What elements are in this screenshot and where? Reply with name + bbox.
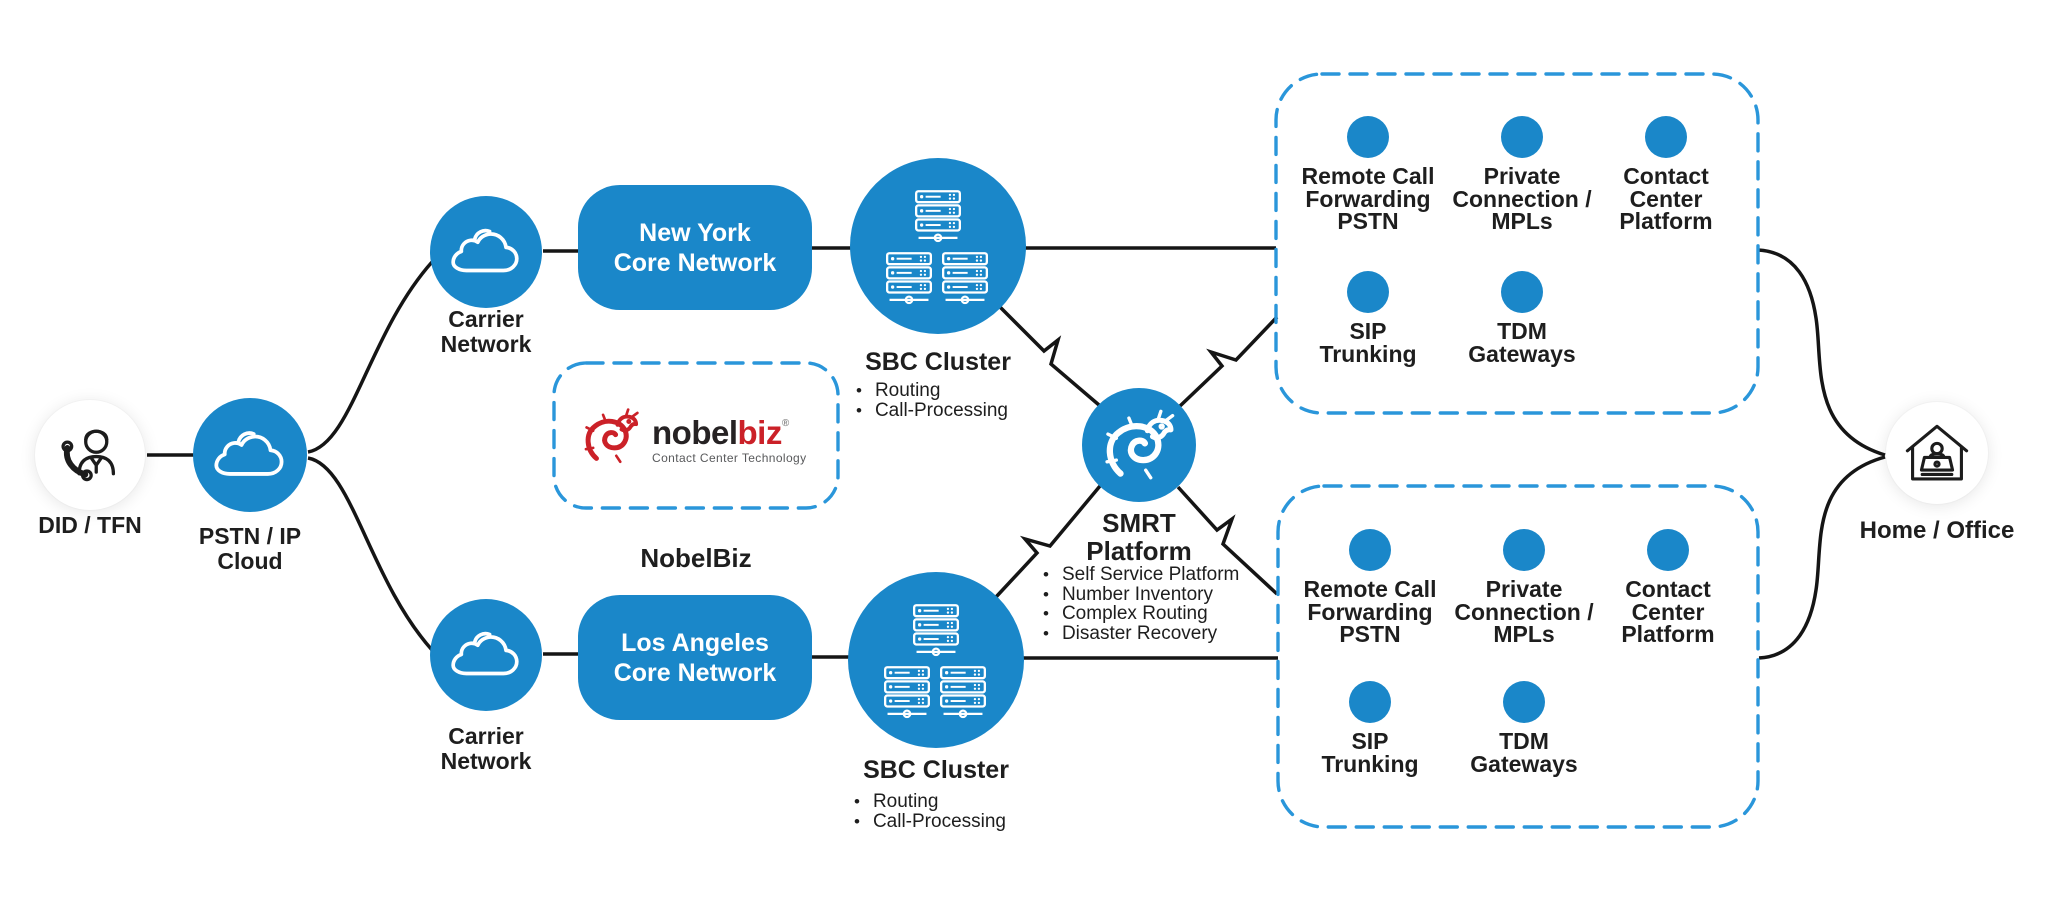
service-item: Private Connection / MPLs <box>1439 529 1609 646</box>
smrt-platform-node <box>1082 388 1196 502</box>
los-angeles-core-network-node: Los Angeles Core Network <box>578 595 812 720</box>
bullet-item: Routing <box>854 792 1064 812</box>
service-item: SIP Trunking <box>1283 271 1453 365</box>
sbc-cluster-top-node <box>850 158 1026 334</box>
pstn-ip-cloud-node <box>193 398 307 512</box>
brand-biz: biz <box>737 414 783 451</box>
connector-smrt-bottombox-bolt <box>1176 485 1279 596</box>
service-dot <box>1501 271 1543 313</box>
registered-mark: ® <box>781 418 789 429</box>
bullet-item: Routing <box>856 381 1066 401</box>
bullet-item: Number Inventory <box>1043 583 1278 605</box>
carrier-network-bottom-node <box>430 599 542 711</box>
service-item: Contact Center Platform <box>1583 529 1753 646</box>
nobelbiz-box-border <box>552 361 840 510</box>
sbc-cluster-bottom-title: SBC Cluster <box>863 756 1009 784</box>
sbc-cluster-top-title: SBC Cluster <box>865 348 1011 376</box>
nobelbiz-tagline: Contact Center Technology <box>652 451 807 465</box>
service-item: Remote Call Forwarding PSTN <box>1283 116 1453 233</box>
server-cluster-icon <box>884 604 986 719</box>
service-dot <box>1503 529 1545 571</box>
bullet-text: Routing <box>874 380 941 401</box>
bullet-text: Disaster Recovery <box>1061 622 1218 644</box>
service-dot <box>1645 116 1687 158</box>
service-item: Contact Center Platform <box>1581 116 1751 233</box>
service-dot <box>1349 529 1391 571</box>
dragon-logo-icon <box>578 401 644 471</box>
service-dot <box>1503 681 1545 723</box>
call-agent-icon <box>61 429 116 482</box>
did-tfn-label: DID / TFN <box>38 512 142 538</box>
service-label: TDM Gateways <box>1468 318 1576 367</box>
connector-pstn-carrier-bottom <box>307 456 434 652</box>
nobelbiz-logo: nobelbiz® Contact Center Technology <box>578 396 818 476</box>
bullet-text: Complex Routing <box>1061 603 1208 624</box>
service-item: SIP Trunking <box>1285 681 1455 775</box>
connector-smrt-topbox-bolt <box>1178 315 1279 408</box>
sbc-cluster-top-bullets: Routing Call-Processing <box>856 381 1066 420</box>
service-label: Private Connection / MPLs <box>1452 163 1592 234</box>
dragon-icon <box>1097 403 1181 487</box>
service-label: SIP Trunking <box>1319 318 1417 367</box>
service-label: TDM Gateways <box>1470 728 1578 777</box>
connector-sbcbottom-smrt-bolt <box>994 484 1102 599</box>
brand-nobel: nobel <box>652 414 738 451</box>
service-dot <box>1347 271 1389 313</box>
cloud-icon <box>210 426 290 484</box>
carrier-network-top-node <box>430 196 542 308</box>
service-item: Private Connection / MPLs <box>1437 116 1607 233</box>
bullet-item: Disaster Recovery <box>1043 622 1278 644</box>
service-label: Remote Call Forwarding PSTN <box>1303 576 1437 647</box>
bullet-text: Self Service Platform <box>1061 564 1240 585</box>
service-dot <box>1349 681 1391 723</box>
new-york-core-network-node: New York Core Network <box>578 185 812 310</box>
service-label: Contact Center Platform <box>1621 576 1715 647</box>
connector-sbctop-smrt-bolt <box>998 305 1101 407</box>
bullet-item: Call-Processing <box>854 810 1064 832</box>
bullet-item: Call-Processing <box>856 399 1066 421</box>
nobelbiz-brand-text: nobelbiz® <box>652 407 807 449</box>
connector-topbox-home <box>1757 248 1886 457</box>
service-label: Contact Center Platform <box>1619 163 1713 234</box>
did-tfn-node <box>35 400 145 510</box>
service-label: Private Connection / MPLs <box>1454 576 1594 647</box>
home-worker-icon <box>1905 424 1969 481</box>
sbc-cluster-bottom-bullets: Routing Call-Processing <box>854 792 1064 831</box>
server-cluster-icon <box>886 190 988 305</box>
carrier-network-bottom-label: Carrier Network <box>440 723 532 774</box>
nobelbiz-caption: NobelBiz <box>640 543 752 573</box>
cloud-icon <box>447 224 525 280</box>
sbc-cluster-bottom-node <box>848 572 1024 748</box>
smrt-platform-title: SMRT Platform <box>1086 508 1192 566</box>
cloud-icon <box>447 627 525 683</box>
service-dot <box>1647 529 1689 571</box>
service-dot <box>1347 116 1389 158</box>
connector-bottombox-home <box>1758 455 1886 660</box>
bullet-item: Complex Routing <box>1043 604 1278 624</box>
bullet-text: Number Inventory <box>1061 583 1213 605</box>
pstn-ip-cloud-label: PSTN / IP Cloud <box>198 523 302 574</box>
service-item: Remote Call Forwarding PSTN <box>1285 529 1455 646</box>
carrier-network-top-label: Carrier Network <box>440 306 532 357</box>
bullet-text: Call-Processing <box>872 810 1006 832</box>
service-label: Remote Call Forwarding PSTN <box>1301 163 1435 234</box>
bullet-text: Routing <box>872 791 939 812</box>
home-office-node <box>1886 402 1988 504</box>
bullet-item: Self Service Platform <box>1043 565 1278 585</box>
services-box-top-border <box>1274 72 1760 415</box>
service-label: SIP Trunking <box>1321 728 1419 777</box>
connector-pstn-carrier-top <box>307 260 434 454</box>
service-item: TDM Gateways <box>1437 271 1607 365</box>
bullet-text: Call-Processing <box>874 399 1008 421</box>
smrt-platform-bullets: Self Service Platform Number Inventory C… <box>1043 565 1278 643</box>
nobelbiz-wordmark: nobelbiz® Contact Center Technology <box>652 407 807 465</box>
service-dot <box>1501 116 1543 158</box>
home-office-label: Home / Office <box>1859 517 2015 544</box>
service-item: TDM Gateways <box>1439 681 1609 775</box>
